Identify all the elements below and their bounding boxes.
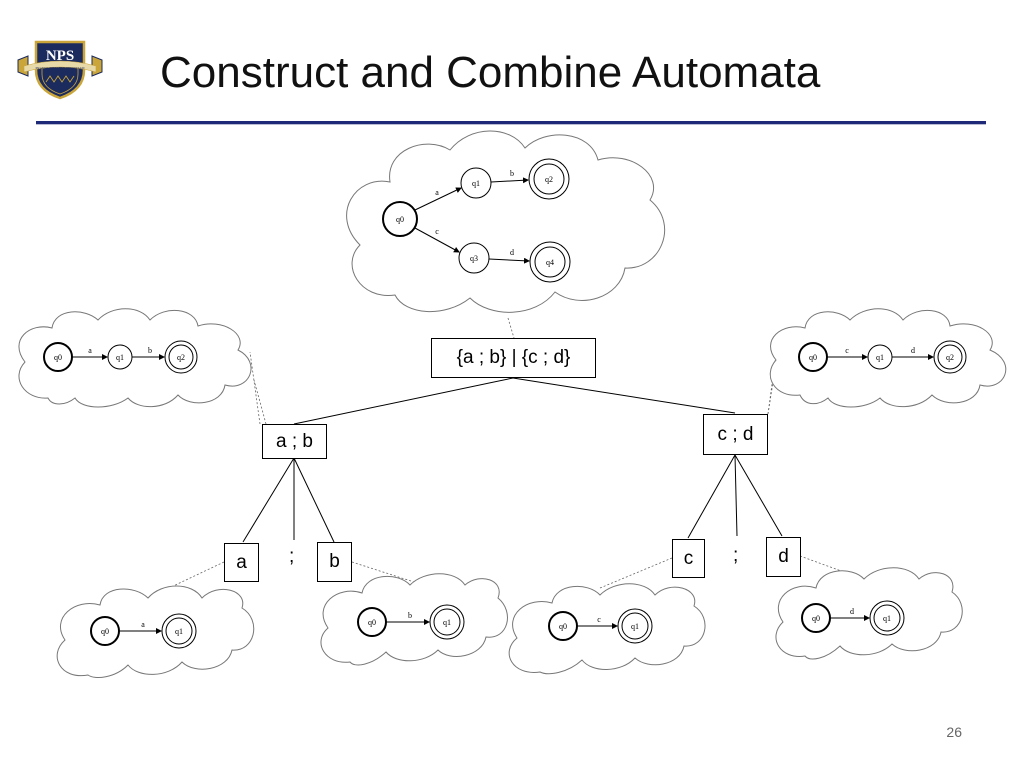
svg-text:a: a (141, 620, 145, 629)
svg-text:d: d (850, 607, 854, 616)
svg-text:q4: q4 (546, 258, 554, 267)
svg-text:q0: q0 (559, 622, 567, 631)
nps-logo: NPS PRAESTANTIA PER SCIENTIAM (17, 40, 103, 100)
automaton-a-labels: q0 q1 a (101, 620, 183, 636)
transition-q0-q3 (414, 227, 460, 253)
automaton-c (548, 608, 653, 644)
svg-text:q1: q1 (443, 618, 451, 627)
automaton-cd-labels: q0 q1 q2 c d (809, 346, 954, 362)
svg-text:d: d (911, 346, 915, 355)
svg-text:b: b (148, 346, 152, 355)
svg-text:c: c (597, 615, 601, 624)
svg-text:d: d (510, 248, 514, 257)
automaton-top-labels: q0 q1 q2 q3 q4 a b c d (396, 169, 554, 267)
tree-edges (242, 377, 783, 543)
svg-text:c: c (845, 346, 849, 355)
svg-text:q2: q2 (545, 175, 553, 184)
tree-node-cd: c ; d (703, 414, 768, 455)
cloud-a (56, 585, 255, 678)
automaton-b-labels: q0 q1 b (368, 611, 451, 627)
svg-text:q1: q1 (472, 179, 480, 188)
title-divider (36, 121, 986, 124)
svg-text:c: c (435, 227, 439, 236)
cloud-c (508, 583, 706, 675)
automaton-a (90, 613, 197, 649)
automaton-top (382, 158, 571, 283)
state-q2 (528, 158, 570, 200)
svg-text:q0: q0 (54, 353, 62, 362)
state-q4 (529, 241, 571, 283)
cloud-d (775, 567, 963, 660)
transition-q0-q1 (414, 187, 462, 211)
tree-leaf-c: c (672, 539, 705, 578)
logo-text: NPS (46, 48, 74, 64)
svg-text:q3: q3 (470, 254, 478, 263)
title-divider-shadow (36, 124, 986, 125)
svg-text:q2: q2 (946, 353, 954, 362)
state-q1 (460, 167, 492, 199)
tree-root-node: {a ; b} | {c ; d} (431, 338, 596, 378)
tree-leaf-d: d (766, 537, 801, 577)
slide-title: Construct and Combine Automata (160, 48, 821, 97)
svg-text:a: a (435, 188, 439, 197)
logo-motto: PRAESTANTIA PER SCIENTIAM (35, 66, 84, 70)
svg-text:q1: q1 (883, 614, 891, 623)
svg-text:b: b (408, 611, 412, 620)
svg-text:q0: q0 (809, 353, 817, 362)
svg-text:q1: q1 (116, 353, 124, 362)
state-q3 (458, 242, 490, 274)
transition-q3-q4 (488, 257, 530, 264)
cloud-top (346, 130, 666, 313)
automaton-ab-labels: q0 q1 q2 a b (54, 346, 185, 362)
automaton-b (357, 604, 465, 640)
svg-text:b: b (510, 169, 514, 178)
automaton-c-labels: q0 q1 c (559, 615, 639, 631)
cloud-b (320, 573, 508, 666)
svg-text:q0: q0 (368, 618, 376, 627)
svg-text:a: a (88, 346, 92, 355)
tree-leaf-semicolon-right: ; (733, 545, 739, 566)
svg-text:q0: q0 (812, 614, 820, 623)
svg-text:q1: q1 (175, 627, 183, 636)
transition-q1-q2 (490, 177, 529, 184)
automaton-d (801, 600, 905, 636)
svg-text:q0: q0 (101, 627, 109, 636)
state-q0 (382, 201, 418, 237)
tree-leaf-semicolon-left: ; (289, 546, 295, 567)
page-number: 26 (946, 724, 962, 740)
automaton-ab (43, 340, 198, 374)
automaton-cd (798, 340, 967, 374)
svg-text:q1: q1 (631, 622, 639, 631)
tree-leaf-b: b (317, 542, 352, 582)
cloud-ab (18, 308, 252, 408)
svg-text:q0: q0 (396, 215, 404, 224)
svg-text:q1: q1 (876, 353, 884, 362)
svg-text:q2: q2 (177, 353, 185, 362)
automaton-d-labels: q0 q1 d (812, 607, 891, 623)
tree-leaf-a: a (224, 543, 259, 582)
tree-node-ab: a ; b (262, 424, 327, 459)
